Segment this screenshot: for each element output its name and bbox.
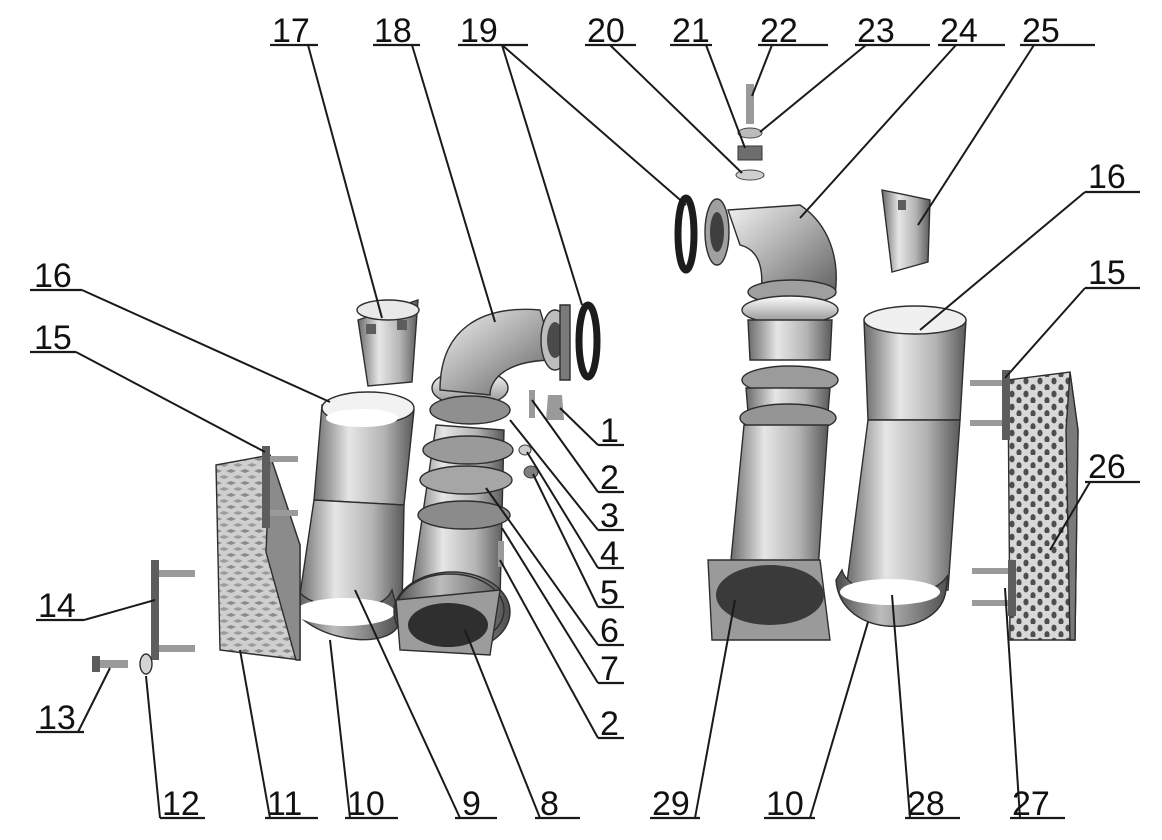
callout-1: 1 <box>600 412 619 450</box>
callout-28: 28 <box>907 785 945 823</box>
callout-7: 7 <box>600 650 619 688</box>
callout-15-right: 15 <box>1088 254 1126 292</box>
callout-8: 8 <box>540 785 559 823</box>
callout-10-left: 10 <box>347 785 385 823</box>
callout-16-left: 16 <box>34 257 72 295</box>
diamond-plate-panel <box>215 454 301 661</box>
callout-6: 6 <box>600 612 619 650</box>
callout-19: 19 <box>460 12 498 50</box>
callout-10-right: 10 <box>766 785 804 823</box>
bracket-lower-right <box>972 560 1016 616</box>
gasket-left <box>575 301 601 381</box>
callout-11: 11 <box>267 785 302 823</box>
callout-13: 13 <box>38 699 76 737</box>
gasket-right <box>674 194 698 274</box>
callout-20: 20 <box>587 12 625 50</box>
callout-21: 21 <box>672 12 710 50</box>
callout-24: 24 <box>940 12 978 50</box>
callout-26: 26 <box>1088 448 1126 486</box>
elbow-right <box>704 198 837 305</box>
bracket-upper-left <box>262 446 298 528</box>
bracket-lower-left <box>151 560 195 660</box>
callout-25: 25 <box>1022 12 1060 50</box>
callout-16-right: 16 <box>1088 158 1126 196</box>
base-flange-left <box>395 589 501 656</box>
diffuser-cone-left <box>297 499 405 611</box>
callout-9: 9 <box>462 785 481 823</box>
diffuser-cone-right <box>845 419 961 591</box>
callout-22: 22 <box>760 12 798 50</box>
suction-pipe-right <box>707 424 831 641</box>
callout-23: 23 <box>857 12 895 50</box>
leader-lines <box>30 43 1140 820</box>
callout-18: 18 <box>374 12 412 50</box>
bolt-left <box>92 656 128 672</box>
diffuser-cylinder-left <box>313 391 415 506</box>
bracket-upper-right <box>970 370 1010 440</box>
callout-2-upper: 2 <box>600 459 619 497</box>
callout-17: 17 <box>272 12 310 50</box>
callout-27: 27 <box>1012 785 1050 823</box>
callout-12: 12 <box>162 785 200 823</box>
washer-left <box>139 653 153 675</box>
cap-cone-right <box>881 189 931 273</box>
perforated-panel <box>1007 371 1079 641</box>
callout-14: 14 <box>38 587 76 625</box>
callout-3: 3 <box>600 497 619 535</box>
callout-5: 5 <box>600 574 619 612</box>
callout-29: 29 <box>652 785 690 823</box>
flange-stack-right <box>739 295 839 433</box>
callout-2-lower: 2 <box>600 705 619 743</box>
callout-15-left: 15 <box>34 319 72 357</box>
callout-4: 4 <box>600 535 619 573</box>
callout-labels: 17 18 19 20 21 22 23 24 25 16 15 16 15 2… <box>34 12 1126 823</box>
diffuser-cylinder-right <box>863 305 967 421</box>
cap-cone-left <box>356 299 420 387</box>
bolt-stack-right <box>735 84 765 181</box>
elbow-left <box>439 304 571 396</box>
